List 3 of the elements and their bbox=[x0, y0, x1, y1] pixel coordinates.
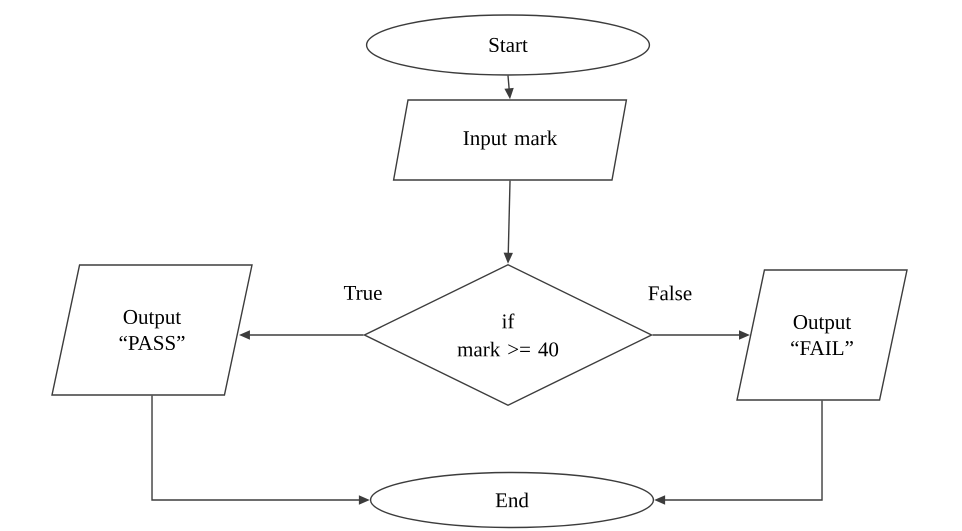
input-parallelogram: Input mark bbox=[392, 99, 628, 181]
output-parallelogram: Output “PASS” bbox=[51, 264, 253, 396]
output-parallelogram: Output “FAIL” bbox=[736, 269, 908, 401]
